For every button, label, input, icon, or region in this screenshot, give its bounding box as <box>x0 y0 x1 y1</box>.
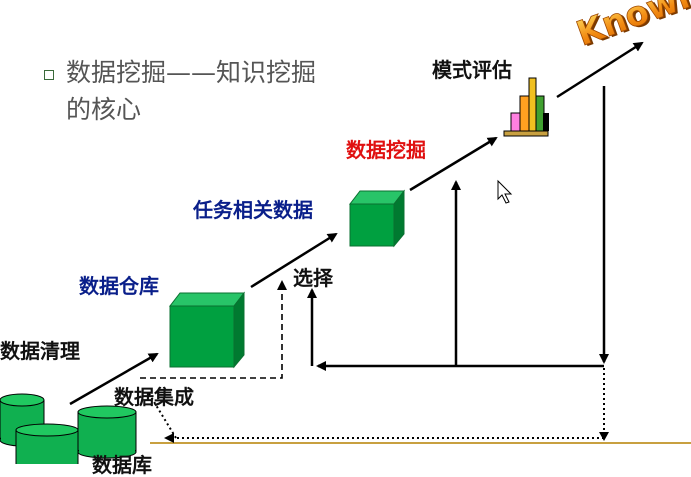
knowledge-wordart: Knowledge Knowledge <box>571 0 691 56</box>
bullet-text-line2: 的核心 <box>66 95 142 124</box>
db-cylinder-2 <box>15 423 79 464</box>
svg-text:Knowledge: Knowledge <box>571 0 691 54</box>
arrow-warehouse-to-task <box>250 232 338 289</box>
label-warehouse: 数据仓库 <box>79 274 159 298</box>
label-selection: 选择 <box>293 266 333 290</box>
label-data-mining: 数据挖掘 <box>346 138 426 162</box>
dotted-diagonal <box>147 391 177 439</box>
task-data-cube <box>348 189 406 248</box>
mouse-cursor-icon <box>497 179 513 204</box>
database-cylinders <box>0 393 137 464</box>
pattern-bars-icon <box>503 77 549 137</box>
db-cylinder-3 <box>77 405 137 459</box>
bullet-marker <box>44 70 54 80</box>
label-database: 数据库 <box>92 453 152 477</box>
dashed-selection-path <box>140 285 283 379</box>
arrow-eval-to-knowledge <box>556 41 644 99</box>
bullet-text-line1: 数据挖掘——知识挖掘 <box>66 58 317 87</box>
label-pattern-eval: 模式评估 <box>432 58 512 82</box>
label-cleaning: 数据清理 <box>0 339 80 363</box>
data-warehouse-cube <box>168 291 246 369</box>
arrow-task-to-mining <box>409 136 498 192</box>
label-integration: 数据集成 <box>114 385 194 409</box>
label-task-data: 任务相关数据 <box>193 198 313 222</box>
diagram-graphics: Knowledge Knowledge <box>0 0 691 464</box>
arrow-cleaning-to-warehouse <box>69 352 159 406</box>
